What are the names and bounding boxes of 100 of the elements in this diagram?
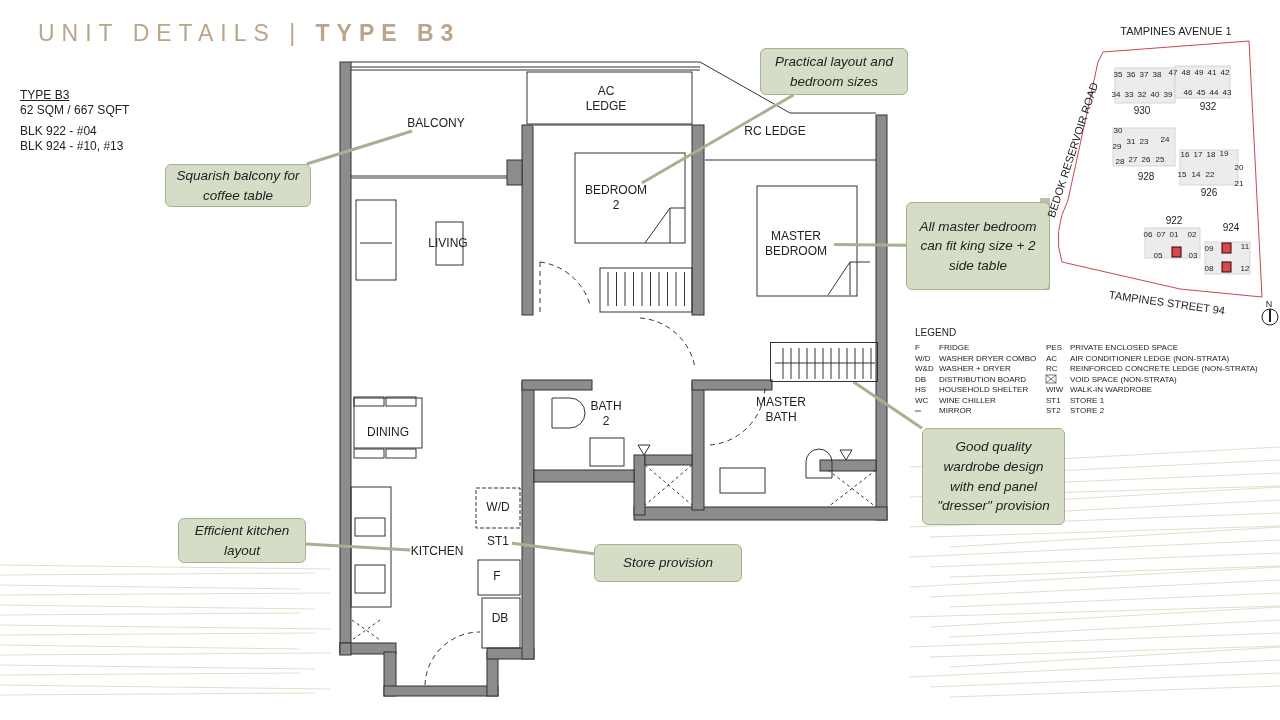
unit-number: 38 — [1152, 71, 1162, 79]
legend-text: RC — [1046, 365, 1058, 373]
room-label: DINING — [364, 425, 412, 440]
unit-number: 41 — [1207, 69, 1217, 77]
unit-number: 48 — [1181, 69, 1191, 77]
leader-line — [306, 129, 413, 166]
legend-text: HS — [915, 386, 927, 394]
road-name: TAMPINES STREET 94 — [1108, 289, 1226, 317]
unit-number: 18 — [1206, 151, 1216, 159]
unit-number: 20 — [1234, 164, 1244, 172]
unit-number: 02 — [1187, 231, 1197, 239]
unit-number: 33 — [1124, 91, 1134, 99]
legend-text: AC — [1046, 354, 1058, 363]
room-label: BALCONY — [400, 116, 472, 131]
legend-text: WASHER + DRYER — [939, 365, 1011, 373]
legend-text: WC — [915, 396, 929, 405]
block-number: 922 — [1165, 216, 1183, 226]
unit-number: 27 — [1128, 156, 1138, 164]
legend-text: HOUSEHOLD SHELTER — [939, 386, 1029, 394]
unit-info-text: BLK 924 - #10, #13 — [20, 140, 124, 152]
unit-number: 30 — [1113, 127, 1123, 135]
legend-text: REINFORCED CONCRETE LEDGE (NON-STRATA) — [1070, 365, 1258, 373]
room-label: LIVING — [424, 236, 472, 251]
legend-text: MIRROR — [939, 407, 972, 415]
unit-number: 12 — [1240, 265, 1250, 273]
unit-number: 43 — [1222, 89, 1232, 97]
legend-text: STORE 2 — [1070, 407, 1105, 415]
room-label: DB — [488, 611, 512, 626]
unit-number: 45 — [1196, 89, 1206, 97]
unit-number: 08 — [1204, 265, 1214, 273]
unit-number: 06 — [1143, 231, 1153, 239]
legend-text: STORE 1 — [1070, 396, 1105, 405]
block-number: 926 — [1200, 188, 1218, 198]
unit-info-text: 62 SQM / 667 SQFT — [20, 104, 130, 116]
unit-number: 32 — [1137, 91, 1147, 99]
room-label: BEDROOM 2 — [583, 183, 649, 213]
unit-number: 24 — [1160, 136, 1170, 144]
legend-text: FRIDGE — [939, 344, 970, 352]
callout-box: Practical layout and bedroom sizes — [760, 48, 908, 95]
block-number: 924 — [1222, 223, 1240, 233]
leader-line — [305, 542, 411, 552]
legend-text: W&D — [915, 365, 934, 373]
unit-number: 29 — [1112, 143, 1122, 151]
unit-number: 11 — [1240, 243, 1250, 251]
legend-text: VOID SPACE (NON-STRATA) — [1070, 375, 1177, 384]
unit-number: 25 — [1155, 156, 1165, 164]
room-label: ST1 — [484, 534, 512, 549]
unit-number: 03 — [1188, 252, 1198, 260]
road-name: TAMPINES AVENUE 1 — [1120, 25, 1232, 37]
unit-number: 07 — [1156, 231, 1166, 239]
legend-text: AIR CONDITIONER LEDGE (NON-STRATA) — [1070, 354, 1230, 363]
unit-number: 36 — [1126, 71, 1136, 79]
legend-text: WALK-IN WARDROBE — [1070, 386, 1153, 394]
unit-number: 44 — [1209, 89, 1219, 97]
unit-number: 34 — [1111, 91, 1121, 99]
legend-text: PRIVATE ENCLOSED SPACE — [1070, 344, 1179, 352]
wardrobe-drawing — [770, 342, 878, 382]
callout-box: Good quality wardrobe design with end panel "dresser" provision — [922, 428, 1065, 525]
unit-number: 05 — [1153, 252, 1163, 260]
block-number: 932 — [1199, 102, 1217, 112]
room-label: AC LEDGE — [578, 84, 634, 114]
page-title: UNIT DETAILS | TYPE B3 — [38, 20, 461, 47]
room-label: MASTER BATH — [754, 395, 808, 425]
unit-number: 40 — [1150, 91, 1160, 99]
legend-text: DISTRIBUTION BOARD — [939, 375, 1027, 384]
legend-text: LEGEND — [915, 328, 957, 338]
unit-info-text: BLK 922 - #04 — [20, 125, 97, 137]
legend-text: ST2 — [1046, 407, 1061, 415]
unit-number: 15 — [1177, 171, 1187, 179]
legend-text: WIW — [1046, 386, 1064, 394]
unit-number: 49 — [1194, 69, 1204, 77]
room-label: RC LEDGE — [735, 124, 815, 139]
unit-number: 16 — [1180, 151, 1190, 159]
legend-text: F — [915, 344, 920, 352]
unit-number: 21 — [1234, 180, 1244, 188]
unit-number: 39 — [1163, 91, 1173, 99]
unit-number: 17 — [1193, 151, 1203, 159]
legend-text: DB — [915, 375, 927, 384]
unit-number: 09 — [1204, 245, 1214, 253]
callout-box: Squarish balcony for coffee table — [165, 164, 311, 207]
leader-line — [852, 380, 923, 430]
room-label: MASTER BEDROOM — [758, 229, 834, 259]
block-number: 928 — [1137, 172, 1155, 182]
unit-number: 31 — [1126, 138, 1136, 146]
unit-info-text: TYPE B3 — [20, 89, 70, 101]
unit-number: 14 — [1191, 171, 1201, 179]
leader-line — [641, 93, 795, 185]
unit-number: 37 — [1139, 71, 1149, 79]
unit-number: 46 — [1183, 89, 1193, 97]
unit-number: 26 — [1141, 156, 1151, 164]
unit-number: 42 — [1220, 69, 1230, 77]
legend-text: PES — [1046, 344, 1062, 352]
unit-number: 28 — [1115, 158, 1125, 166]
unit-number: 23 — [1139, 138, 1149, 146]
room-label: BATH 2 — [586, 399, 626, 429]
north-label: N — [1265, 299, 1273, 309]
callout-box: Store provision — [594, 544, 742, 582]
unit-number: 35 — [1113, 71, 1123, 79]
callout-box: Efficient kitchen layout — [178, 518, 306, 563]
legend-text: WASHER DRYER COMBO — [939, 354, 1037, 363]
